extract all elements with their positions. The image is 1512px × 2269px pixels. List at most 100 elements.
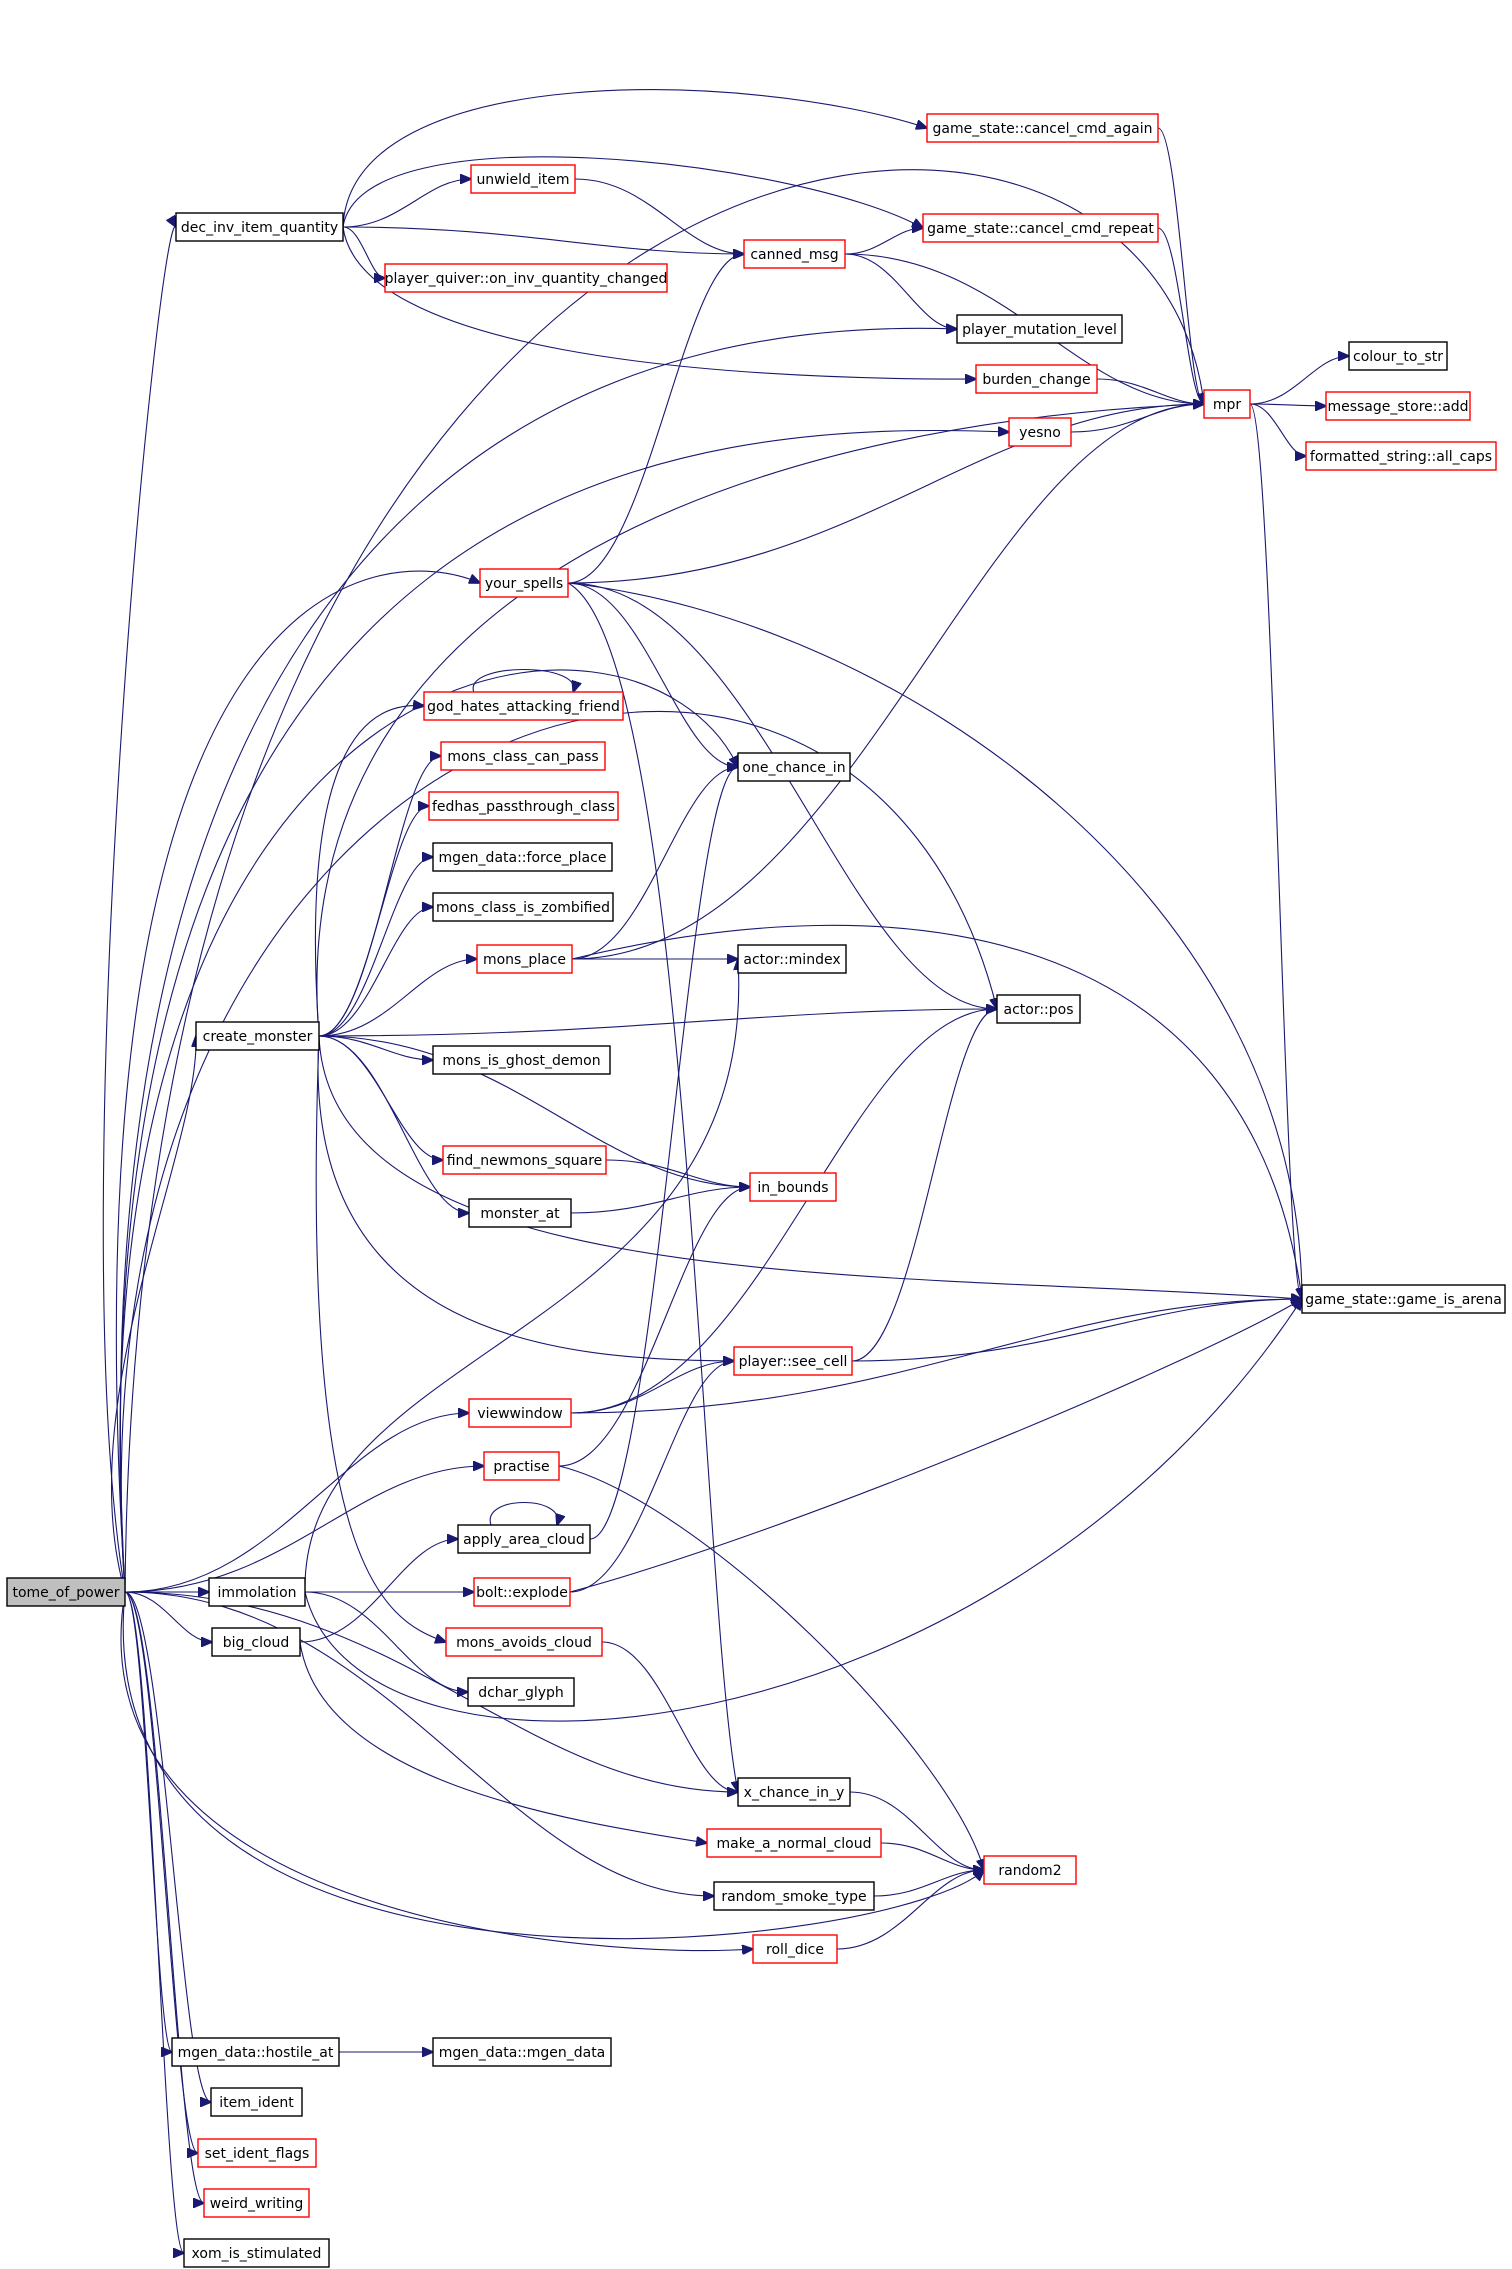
node-in_bounds[interactable]: in_bounds [749,1172,837,1202]
node-random_smoke_type[interactable]: random_smoke_type [713,1881,875,1911]
node-player_quiver_on_inv_quantity_changed[interactable]: player_quiver::on_inv_quantity_changed [384,263,668,293]
node-box [1348,341,1448,371]
node-player_see_cell[interactable]: player::see_cell [733,1346,853,1376]
node-box [432,892,614,922]
node-mons_class_is_zombified[interactable]: mons_class_is_zombified [432,892,614,922]
node-one_chance_in[interactable]: one_chance_in [737,752,851,782]
edge-mons_place-to-game_state_game_is_arena [571,924,1302,1299]
node-god_hates_attacking_friend[interactable]: god_hates_attacking_friend [423,691,624,721]
edge-burden_change-to-mpr [1096,378,1204,404]
node-box [6,1577,126,1607]
node-fedhas_passthrough_class[interactable]: fedhas_passthrough_class [428,791,619,821]
node-box [210,2087,303,2117]
edge-create_monster-to-mons_avoids_cloud [315,1035,446,1642]
node-unwield_item[interactable]: unwield_item [470,164,576,194]
node-formatted_string_all_caps[interactable]: formatted_string::all_caps [1305,441,1497,471]
node-make_a_normal_cloud[interactable]: make_a_normal_cloud [706,1828,882,1858]
node-bolt_explode[interactable]: bolt::explode [473,1577,571,1607]
node-label: viewwindow [477,1406,562,1422]
node-box [956,314,1123,344]
node-item_ident[interactable]: item_ident [210,2087,303,2117]
edge-create_monster-to-find_newmons_square [318,1035,443,1160]
edge-your_spells-to-x_chance_in_y [567,582,738,1792]
node-box [737,752,851,782]
node-mpr[interactable]: mpr [1203,389,1251,419]
edge-create_monster-to-mons_class_can_pass [318,756,441,1037]
node-player_mutation_level[interactable]: player_mutation_level [956,314,1123,344]
node-label: monster_at [480,1206,560,1222]
node-box [1203,389,1251,419]
edge-immolation-to-dchar_glyph [304,1591,468,1692]
node-box [996,994,1081,1024]
edge-tome_of_power-to-player_mutation_level [119,328,957,1593]
node-find_newmons_square[interactable]: find_newmons_square [442,1145,607,1175]
edge-create_monster-to-god_hates_attacking_friend [314,706,424,1037]
node-viewwindow[interactable]: viewwindow [468,1398,572,1428]
edge-create_monster-to-mgen_data_force_place [318,857,433,1037]
node-colour_to_str[interactable]: colour_to_str [1348,341,1448,371]
node-mgen_data_force_place[interactable]: mgen_data::force_place [432,842,613,872]
node-mons_place[interactable]: mons_place [476,944,573,974]
edge-immolation-to-actor_mindex [304,959,739,1593]
node-roll_dice[interactable]: roll_dice [752,1934,838,1964]
node-mgen_data_mgen_data[interactable]: mgen_data::mgen_data [432,2037,612,2067]
node-game_state_cancel_cmd_repeat[interactable]: game_state::cancel_cmd_repeat [922,213,1159,243]
node-actor_pos[interactable]: actor::pos [996,994,1081,1024]
edge-mpr-to-message_store_add [1249,404,1326,406]
node-message_store_add[interactable]: message_store::add [1325,391,1471,421]
node-set_ident_flags[interactable]: set_ident_flags [197,2138,317,2168]
node-label: yesno [1019,425,1061,441]
node-burden_change[interactable]: burden_change [975,364,1098,394]
edge-mpr-to-game_state_game_is_arena [1249,403,1302,1299]
node-game_state_cancel_cmd_again[interactable]: game_state::cancel_cmd_again [926,113,1159,143]
edge-canned_msg-to-player_mutation_level [844,253,957,329]
node-xom_is_stimulated[interactable]: xom_is_stimulated [183,2238,330,2268]
edge-tome_of_power-to-big_cloud [124,1591,212,1642]
node-weird_writing[interactable]: weird_writing [203,2188,310,2218]
node-box [479,568,569,598]
edge-your_spells-to-mpr [567,404,1204,584]
node-label: create_monster [203,1029,313,1045]
node-box [423,691,624,721]
edge-practise-to-in_bounds [558,1187,750,1467]
node-create_monster[interactable]: create_monster [195,1021,320,1051]
node-dchar_glyph[interactable]: dchar_glyph [467,1677,575,1707]
node-box [743,239,846,269]
node-your_spells[interactable]: your_spells [479,568,569,598]
node-apply_area_cloud[interactable]: apply_area_cloud [457,1524,591,1554]
node-mons_class_can_pass[interactable]: mons_class_can_pass [440,741,606,771]
node-box [442,1145,607,1175]
node-box [737,1777,851,1807]
node-box [440,741,606,771]
edge-tome_of_power-to-practise [124,1466,484,1593]
edge-tome_of_power-to-roll_dice [120,1591,753,1951]
node-monster_at[interactable]: monster_at [468,1198,572,1228]
node-immolation[interactable]: immolation [208,1577,306,1607]
node-practise[interactable]: practise [483,1451,560,1481]
edge-create_monster-to-in_bounds [318,1035,750,1187]
node-box [737,944,847,974]
node-canned_msg[interactable]: canned_msg [743,239,846,269]
node-box [468,1198,572,1228]
node-mons_is_ghost_demon[interactable]: mons_is_ghost_demon [432,1045,611,1075]
node-yesno[interactable]: yesno [1008,417,1072,447]
node-box [195,1021,320,1051]
node-big_cloud[interactable]: big_cloud [211,1627,301,1657]
node-box [975,364,1098,394]
node-label: dchar_glyph [478,1685,564,1701]
edge-tome_of_power-to-item_ident [124,1591,211,2102]
node-box [1008,417,1072,447]
node-label: player_mutation_level [962,322,1117,338]
edge-tome_of_power-to-one_chance_in [119,669,738,1593]
edge-tome_of_power-to-dec_inv_item_quantity [102,226,176,1593]
node-mgen_data_hostile_at[interactable]: mgen_data::hostile_at [171,2037,340,2067]
node-mons_avoids_cloud[interactable]: mons_avoids_cloud [445,1627,603,1657]
node-label: game_state::cancel_cmd_repeat [927,221,1154,237]
node-actor_mindex[interactable]: actor::mindex [737,944,847,974]
node-dec_inv_item_quantity[interactable]: dec_inv_item_quantity [175,212,344,242]
node-game_state_game_is_arena[interactable]: game_state::game_is_arena [1301,1284,1506,1314]
node-x_chance_in_y[interactable]: x_chance_in_y [737,1777,851,1807]
node-box [1325,391,1471,421]
node-random2[interactable]: random2 [983,1855,1077,1885]
node-tome_of_power[interactable]: tome_of_power [6,1577,126,1607]
